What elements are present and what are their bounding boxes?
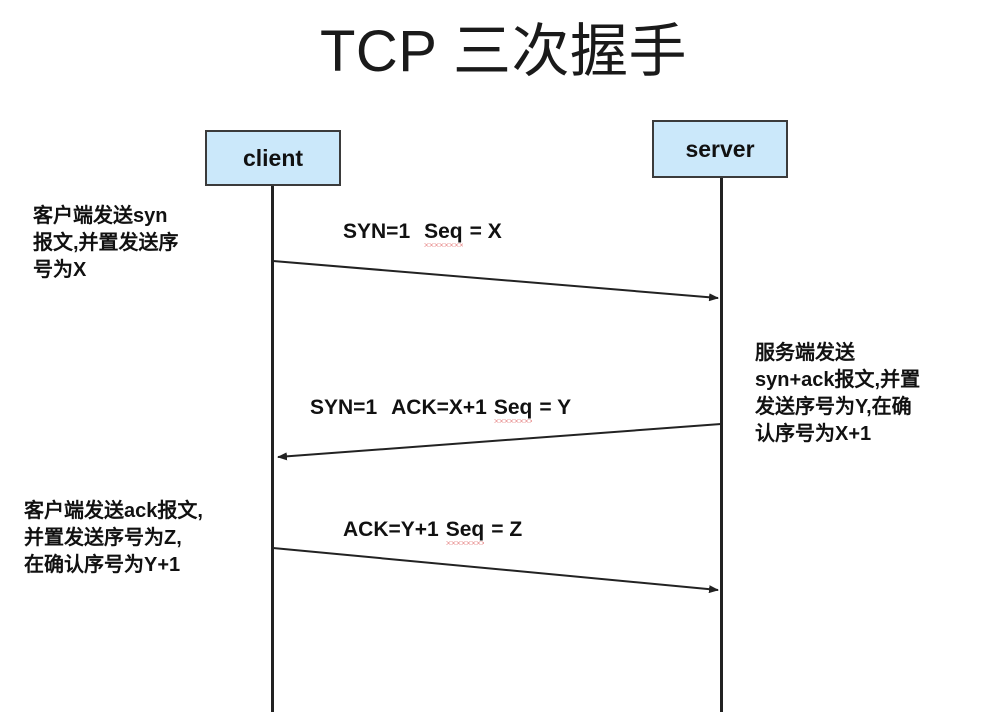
message-1-seq-value: = X [469,220,502,243]
annotation-server-synack-line-1: 服务端发送 [755,342,855,364]
node-client[interactable]: client [205,130,341,186]
node-server-label: server [685,135,755,162]
annotation-client-ack-line-2: 并置发送序号为Z, [24,527,182,549]
message-arrow-2 [277,423,722,461]
node-client-label: client [242,144,304,171]
annotation-client-ack-line-3: 在确认序号为Y+1 [24,554,181,576]
node-server[interactable]: server [652,120,788,178]
annotation-client-ack-line-1: 客户端发送ack报文, [24,500,203,522]
annotation-server-synack: 服务端发送 syn+ack报文,并置 发送序号为Y,在确 认序号为X+1 [755,340,920,448]
annotation-server-synack-line-3: 发送序号为Y,在确 [755,396,912,418]
message-3-seq-key: Seq [445,518,485,545]
message-label-1: SYN=1 Seq = X [343,220,502,247]
message-label-3: ACK=Y+1 Seq = Z [343,518,523,545]
message-2-flag: SYN=1 [310,396,378,419]
message-3-ack: ACK=Y+1 [343,518,439,541]
message-2-seq-value: = Y [539,396,572,419]
annotation-server-synack-line-2: syn+ack报文,并置 [755,369,921,391]
message-arrow-1 [272,260,719,302]
page-title: TCP 三次握手 [319,19,688,84]
message-2-seq-key: Seq [493,396,533,423]
annotation-client-syn: 客户端发送syn 报文,并置发送序 号为X [33,203,179,284]
annotation-server-synack-line-4: 认序号为X+1 [755,423,872,445]
annotation-client-syn-line-1: 客户端发送syn [33,205,168,227]
annotation-client-syn-line-3: 号为X [33,259,87,281]
message-arrow-3 [272,547,719,594]
message-1-flag: SYN=1 [343,220,411,243]
message-label-2: SYN=1 ACK=X+1 Seq = Y [310,396,572,423]
message-3-seq-value: = Z [491,518,523,541]
annotation-client-ack: 客户端发送ack报文, 并置发送序号为Z, 在确认序号为Y+1 [24,498,203,579]
message-1-seq-key: Seq [424,220,463,247]
annotation-client-syn-line-2: 报文,并置发送序 [33,232,179,254]
message-2-ack: ACK=X+1 [391,396,487,419]
